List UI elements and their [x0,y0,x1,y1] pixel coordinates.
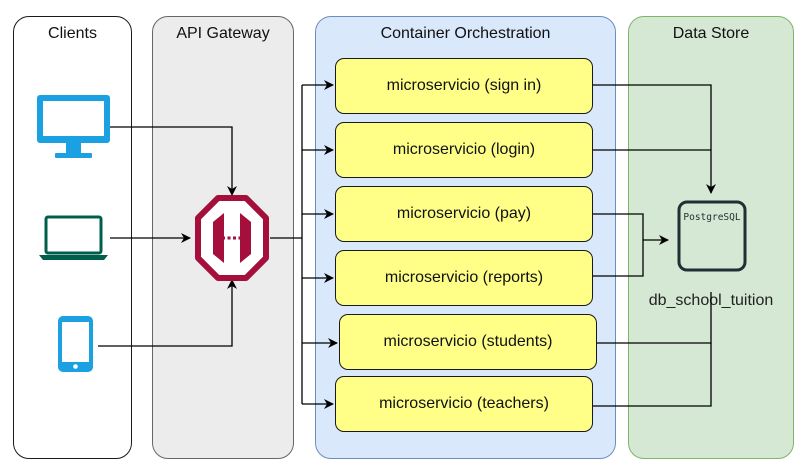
mobile-phone-icon [58,316,93,372]
laptop-icon [39,215,108,260]
clients-lane-title: Clients [48,25,97,42]
teachers-to-db-line [593,343,712,407]
sign-in-to-db-arrow [593,84,716,194]
microservice-teachers[interactable]: microservicio (teachers) [335,376,593,432]
phone-to-gateway-arrow [98,279,237,347]
students-to-db-line [597,292,712,344]
microservice-reports[interactable]: microservicio (reports) [335,250,593,306]
microservice-sign-in[interactable]: microservicio (sign in) [335,58,593,114]
microservice-students[interactable]: microservicio (students) [339,314,597,370]
microservice-login[interactable]: microservicio (login) [335,122,593,178]
database-icon: PostgreSQL [677,200,747,272]
data-store-lane-title: Data Store [672,25,750,42]
api-gateway-lane-title: API Gateway [176,25,270,42]
desktop-monitor-icon [37,95,110,158]
desktop-to-gateway-arrow [110,126,237,196]
reports-to-db-line [593,240,644,277]
pay-to-db-line [593,213,644,240]
container-orchestration-lane-title: Container Orchestration [380,25,551,42]
api-gateway-icon [195,195,269,281]
microservice-pay[interactable]: microservicio (pay) [335,186,593,242]
database-engine-label: PostgreSQL [683,212,740,223]
